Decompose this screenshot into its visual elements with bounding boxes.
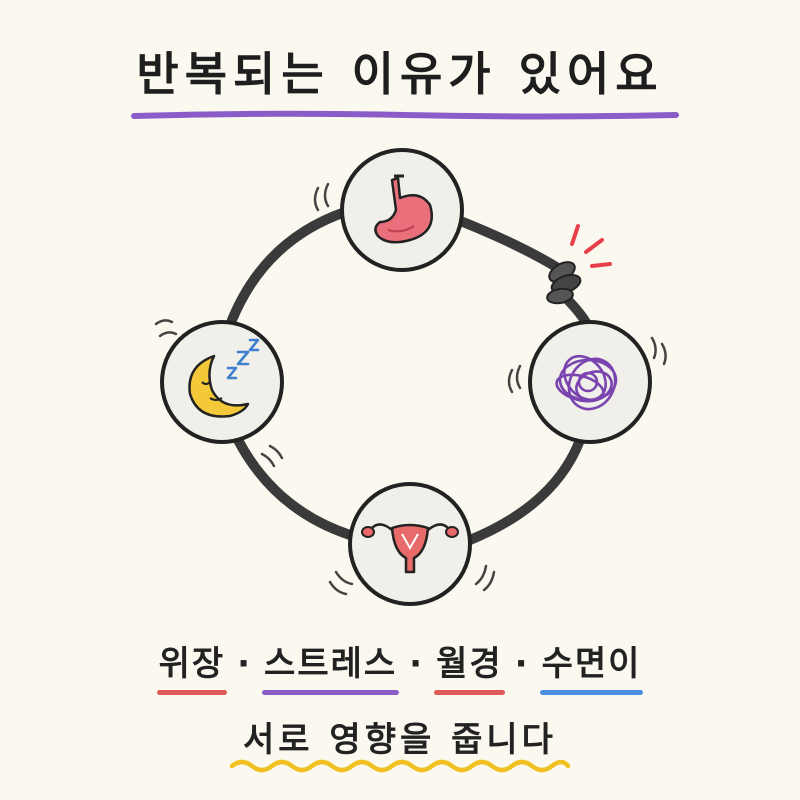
- rope-segment-left-top: [227, 207, 350, 325]
- sleeping-moon-icon: [188, 354, 250, 418]
- node-stress: [528, 320, 652, 444]
- term-underline: [262, 690, 400, 695]
- caption-term-stress: 스트레스: [262, 636, 400, 695]
- tangled-scribble-icon: [555, 354, 618, 411]
- term-underline: [434, 690, 505, 695]
- rope-segment-top-right: [458, 217, 563, 273]
- separator: ·: [409, 644, 425, 684]
- wavy-underline: [229, 759, 571, 773]
- caption-term-stomach: 위장: [156, 636, 228, 695]
- caption-term-text: 스트레스: [264, 644, 398, 684]
- caption-term-menstruation: 월경: [434, 636, 505, 695]
- term-underline: [156, 690, 228, 695]
- title-underline: [131, 110, 679, 120]
- node-uterus: [348, 482, 472, 606]
- rope-segment-bottom-left: [233, 435, 355, 540]
- separator: ·: [237, 644, 253, 684]
- node-stomach: [340, 148, 464, 272]
- stomach-icon: [374, 174, 433, 244]
- separator: ·: [514, 644, 530, 684]
- node-sleep: [160, 320, 284, 444]
- alert-marks: [570, 224, 612, 268]
- caption-term-text: 월경: [436, 644, 503, 684]
- caption-term-text: 위장: [158, 644, 226, 684]
- caption-line2: 서로 영향을 줍니다: [243, 720, 557, 760]
- zzz-icon: [226, 338, 260, 380]
- caption-terms: 위장 · 스트레스 · 월경 · 수면이: [0, 636, 800, 695]
- rope-knot: [546, 261, 582, 305]
- motion-marks: [154, 182, 667, 596]
- uterus-icon: [361, 523, 459, 574]
- caption-term-sleep: 수면이: [539, 636, 644, 695]
- rope-segment-right-bottom: [465, 435, 585, 545]
- term-underline: [539, 690, 644, 695]
- page-title: 반복되는 이유가 있어요: [136, 47, 664, 101]
- caption-term-text: 수면이: [541, 644, 642, 684]
